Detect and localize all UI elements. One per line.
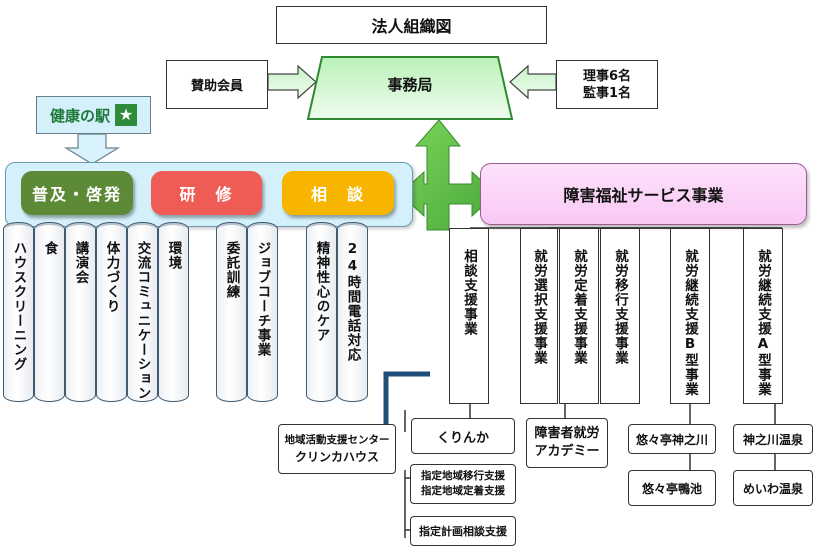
facility-center-line1: 地域活動支援センター [284, 434, 390, 446]
service-box: 就労継続支援B型事業 [670, 228, 710, 404]
services-header: 障害福祉サービス事業 [480, 163, 807, 225]
activity-label: 環境 [165, 241, 182, 270]
facility-academy: 障害者就労 アカデミー [526, 418, 608, 468]
category-kenshu: 研 修 [151, 171, 262, 215]
service-box: 就労選択支援事業 [520, 228, 558, 404]
activity-label: ハウスクリーニング [10, 241, 27, 372]
facility-onsen1: 神之川温泉 [733, 424, 813, 454]
activity-cylinder: ハウスクリーニング [3, 222, 34, 402]
service-label: 就労継続支援A型事業 [755, 249, 771, 397]
activity-cylinder: 精神性心のケア [306, 222, 337, 402]
board-directors: 理事6名 [582, 68, 632, 84]
category-sodan: 相 談 [282, 171, 394, 215]
facility-shitei-line1: 指定地域移行支援 [421, 470, 505, 482]
board-box: 理事6名 監事1名 [556, 60, 658, 109]
kenko-arrow [63, 133, 121, 165]
activity-cylinder: 環境 [158, 222, 189, 402]
board-arrow [509, 64, 557, 100]
service-label: 相談支援事業 [461, 249, 477, 336]
facility-shitei-line2: 指定地域定着支援 [421, 485, 505, 497]
activity-label: 講演会 [72, 241, 89, 285]
activity-cylinder: ジョブコーチ事業 [247, 222, 278, 402]
category-fukyu: 普及・啓発 [21, 171, 133, 215]
facility-center-line2: クリンカハウス [294, 450, 379, 464]
sponsor-arrow [267, 64, 317, 100]
facility-onsen2: めいわ温泉 [733, 470, 813, 506]
activity-label: 体力づくり [103, 241, 120, 314]
facility-academy-line1: 障害者就労 [534, 426, 600, 441]
activity-label: ジョブコーチ事業 [254, 241, 271, 357]
big-green-arrow [399, 119, 497, 231]
service-box: 就労移行支援事業 [600, 228, 640, 404]
activity-cylinder: 委託訓練 [216, 222, 247, 402]
service-box: 相談支援事業 [449, 228, 489, 404]
service-label: 就労選択支援事業 [531, 249, 547, 365]
activity-cylinder: 体力づくり [96, 222, 127, 402]
service-label: 就労継続支援B型事業 [682, 249, 698, 397]
secretariat-label: 事務局 [387, 76, 433, 94]
service-box: 就労継続支援A型事業 [743, 228, 783, 404]
secretariat-shape [306, 56, 514, 120]
activity-cylinder: 交流コミュニケーション [127, 222, 158, 402]
activity-cylinder: 24時間電話対応 [337, 222, 368, 402]
activity-label: 交流コミュニケーション [134, 241, 151, 401]
board-auditors: 監事1名 [582, 85, 632, 101]
facility-shitei: 指定地域移行支援 指定地域定着支援 [410, 464, 516, 504]
facility-kamino: 悠々亭神之川 [628, 424, 716, 454]
facility-kurinka: くりんか [411, 418, 515, 454]
activity-cylinder: 講演会 [65, 222, 96, 402]
service-label: 就労定着支援事業 [571, 249, 587, 365]
facility-center: 地域活動支援センター クリンカハウス [278, 424, 396, 474]
facility-academy-line2: アカデミー [534, 444, 600, 459]
facility-kamo: 悠々亭鴨池 [628, 470, 716, 506]
service-label: 就労移行支援事業 [612, 249, 628, 365]
kenko-label: 健康の駅 [49, 106, 110, 125]
star-icon: ★ [115, 104, 137, 126]
sponsor-box: 賛助会員 [166, 60, 268, 109]
kenko-callout: 健康の駅 ★ [36, 96, 151, 134]
service-box: 就労定着支援事業 [559, 228, 599, 404]
org-chart-title: 法人組織図 [276, 6, 547, 44]
activity-label: 食 [41, 241, 58, 256]
facility-keikaku: 指定計画相談支援 [410, 516, 516, 546]
activity-label: 24時間電話対応 [344, 241, 361, 362]
activity-label: 精神性心のケア [313, 241, 330, 343]
activity-cylinder: 食 [34, 222, 65, 402]
activity-label: 委託訓練 [223, 241, 240, 299]
